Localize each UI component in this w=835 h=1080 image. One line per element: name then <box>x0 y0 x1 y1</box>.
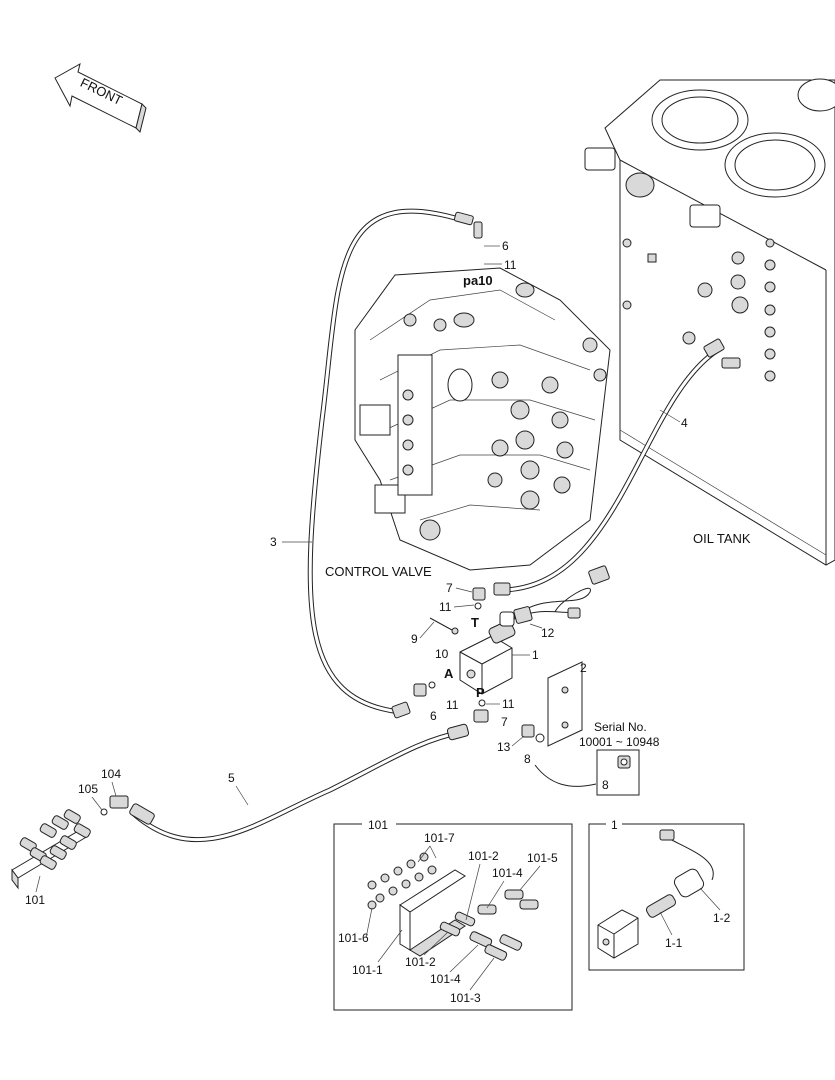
callout-6-bottom: 6 <box>430 709 437 723</box>
callout-4: 4 <box>681 416 688 430</box>
hose-5 <box>129 723 470 843</box>
callouts: 1 2 3 4 5 6 6 7 7 8 8 9 10 11 11 11 11 1… <box>25 239 688 907</box>
label-101-4-bottom: 101-4 <box>430 972 461 986</box>
callout-8-main: 8 <box>524 752 531 766</box>
oil-tank: OIL TANK <box>584 78 835 566</box>
callout-11-right: 11 <box>502 697 515 711</box>
callout-7-top: 7 <box>446 581 453 595</box>
fittings-center <box>413 587 545 743</box>
callout-11-left: 11 <box>446 698 459 712</box>
callout-2: 2 <box>580 661 587 675</box>
callout-7-bottom: 7 <box>501 715 508 729</box>
detail-1-title: 1 <box>611 818 618 832</box>
solenoid-valve-1 <box>459 611 516 695</box>
label-101-6: 101-6 <box>338 931 369 945</box>
callout-8-inset: 8 <box>602 778 609 792</box>
detail-box-101: 101 101-7 101-2 101- <box>333 818 573 1011</box>
port-T-label: T <box>471 615 479 630</box>
label-101-7: 101-7 <box>424 831 455 845</box>
label-101-1: 101-1 <box>352 963 383 977</box>
callout-101: 101 <box>25 893 45 907</box>
port-A-label: A <box>444 666 454 681</box>
label-101-5: 101-5 <box>527 851 558 865</box>
callout-3: 3 <box>270 535 277 549</box>
serial-range: 10001 ~ 10948 <box>579 735 660 749</box>
label-101-2-top: 101-2 <box>468 849 499 863</box>
callout-105: 105 <box>78 782 98 796</box>
callout-9: 9 <box>411 632 418 646</box>
serial-title: Serial No. <box>594 720 647 734</box>
callout-6-top: 6 <box>502 239 509 253</box>
label-101-2-bottom: 101-2 <box>405 955 436 969</box>
detail-box-1: 1 1-1 1-2 <box>588 818 745 971</box>
hose-3 <box>307 208 483 719</box>
callout-10: 10 <box>435 647 449 661</box>
manifold-fittings <box>19 809 91 870</box>
label-1-1: 1-1 <box>665 936 683 950</box>
port-pa10-label: pa10 <box>463 273 493 288</box>
callout-12: 12 <box>541 626 555 640</box>
wire-harness-12 <box>511 565 610 624</box>
oil-tank-label: OIL TANK <box>693 531 751 546</box>
detail-101-title: 101 <box>368 818 388 832</box>
tank-fittings <box>622 238 776 382</box>
callout-5: 5 <box>228 771 235 785</box>
serial-inset: Serial No. 10001 ~ 10948 <box>534 720 660 796</box>
detail-101-fittings <box>439 889 539 961</box>
label-101-3: 101-3 <box>450 991 481 1005</box>
callout-11-top: 11 <box>504 258 517 272</box>
mounting-bracket-2 <box>547 661 583 747</box>
callout-1: 1 <box>532 648 539 662</box>
control-valve: CONTROL VALVE pa10 <box>325 267 611 579</box>
hose-4 <box>493 338 741 596</box>
port-P-label: P <box>476 685 485 700</box>
manifold-101 <box>11 795 129 890</box>
control-valve-label: CONTROL VALVE <box>325 564 432 579</box>
front-direction-arrow: FRONT <box>54 62 147 133</box>
control-valve-ports <box>359 282 607 541</box>
label-101-4-top: 101-4 <box>492 866 523 880</box>
label-1-2: 1-2 <box>713 911 731 925</box>
callout-13: 13 <box>497 740 511 754</box>
detail-101-nuts <box>367 852 437 910</box>
callout-11-center: 11 <box>439 600 452 614</box>
callout-104: 104 <box>101 767 121 781</box>
